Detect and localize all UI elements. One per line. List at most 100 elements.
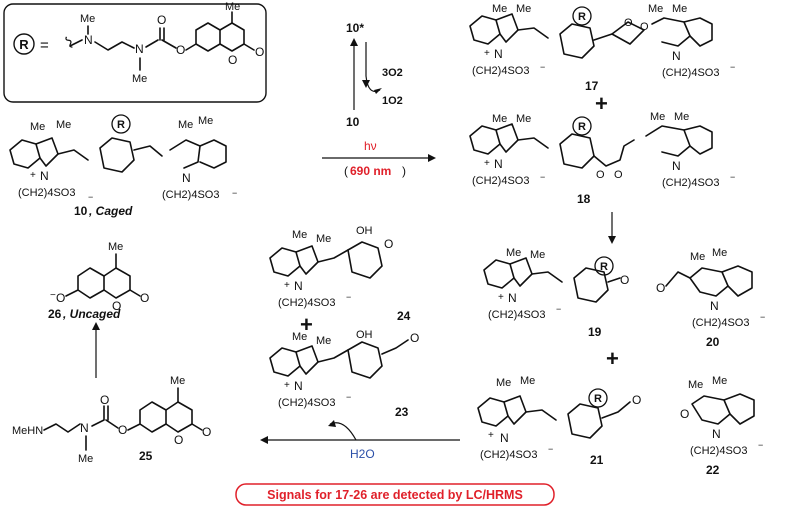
c20-number: 20 [706,335,720,349]
svg-text:−: − [540,172,545,182]
c26-number: 26 [48,307,62,321]
svg-text:−: − [730,62,735,72]
r-group-box: R = N Me N Me O O Me O O [3,1,267,103]
svg-text:N: N [294,279,303,293]
c25-number: 25 [139,449,153,463]
svg-text:O: O [656,281,665,295]
svg-text:+: + [488,430,494,441]
c24-number: 24 [397,309,411,323]
svg-text:−: − [730,172,735,182]
svg-text:+: + [484,48,490,59]
svg-text:(CH2)4SO3: (CH2)4SO3 [692,317,749,329]
svg-text:Me: Me [650,111,665,123]
svg-text:N: N [80,421,89,435]
cycle-excited: 10* [346,21,364,35]
main-reaction-arrow: hν ( 690 nm ) [322,139,436,178]
svg-text:N: N [672,49,681,63]
svg-text:Me: Me [492,113,507,125]
compound-10: Me Me N + R Me Me N (CH2)4SO3 − (CH2)4SO… [9,114,237,218]
condition-wavelength: 690 nm [350,164,391,178]
r-equals: = [40,37,49,54]
svg-text:Me: Me [496,377,511,389]
svg-text:N: N [494,157,503,171]
svg-text:Me: Me [712,247,727,259]
svg-text:−: − [556,304,561,314]
compound-24: Me Me N + OH O (CH2)4SO3 − 24 [269,225,411,323]
compound-20: O Me Me N (CH2)4SO3 − 20 [656,247,765,349]
svg-text:+: + [484,158,490,169]
svg-text:−: − [540,62,545,72]
c10-n-left: N [40,169,49,183]
arrow-18-to-19 [608,212,616,244]
c17-number: 17 [585,79,599,93]
svg-text:N: N [672,159,681,173]
svg-text:R: R [578,11,586,23]
c10-chain-1: (CH2)4SO3 [18,187,75,199]
svg-text:Me: Me [198,115,213,127]
svg-text:N: N [294,379,303,393]
svg-text:OH: OH [356,329,373,341]
photo-cycle: 10* 3O2 1O2 10 [346,21,403,129]
svg-text:Me: Me [648,3,663,15]
svg-text:): ) [402,164,406,178]
svg-text:Me: Me [516,3,531,15]
svg-text:N: N [508,291,517,305]
c22-number: 22 [706,463,720,477]
detection-banner: Signals for 17-26 are detected by LC/HRM… [235,483,555,506]
svg-text:Me: Me [516,113,531,125]
r-o-ester: O [176,43,185,57]
svg-text:+: + [284,380,290,391]
svg-text:Me: Me [530,249,545,261]
svg-text:+: + [498,292,504,303]
svg-text:Me: Me [56,119,71,131]
svg-text:(CH2)4SO3: (CH2)4SO3 [472,65,529,77]
svg-text:O: O [632,393,641,407]
c23-number: 23 [395,405,409,419]
svg-text:Me: Me [492,3,507,15]
svg-text:(CH2)4SO3: (CH2)4SO3 [662,177,719,189]
svg-text:O: O [680,407,689,421]
r-me-coumarin: Me [225,1,240,13]
c10-n-right: N [182,171,191,185]
svg-text:−: − [346,392,351,402]
svg-text:Me: Me [316,335,331,347]
svg-text:−: − [50,290,56,301]
c10-number: 10 [74,204,88,218]
r-o-ring: O [228,53,237,67]
svg-text:Me: Me [30,121,45,133]
svg-text:O: O [410,331,419,345]
svg-text:Me: Me [506,247,521,259]
compound-23: Me Me N + OH O (CH2)4SO3 − 23 [269,329,419,419]
svg-text:Me: Me [690,251,705,263]
svg-text:R: R [594,393,602,405]
r-o-lactone: O [255,45,264,59]
c10-r-label: R [117,119,125,131]
cycle-singlet-o2: 1O2 [382,95,403,107]
svg-text:OH: OH [356,225,373,237]
compound-18: Me Me N + R O O Me Me N (CH2)4SO3 − (CH2… [469,111,735,206]
svg-text:−: − [758,440,763,450]
r-n2: N [135,42,144,56]
c10-chain-2: (CH2)4SO3 [162,189,219,201]
condition-light: hν [364,139,377,153]
svg-text:Me: Me [170,375,185,387]
svg-text:N: N [710,299,719,313]
compound-26: − O Me O O 26 , Uncaged [48,241,149,321]
svg-text:O: O [174,433,183,447]
svg-text:Me: Me [108,241,123,253]
svg-text:Me: Me [316,233,331,245]
svg-text:O: O [384,237,393,251]
hydrolysis-arrow: H2O [260,420,460,461]
plus-19-21: + [606,346,619,371]
plus-24-23: + [300,312,313,337]
svg-text:−: − [548,444,553,454]
svg-text:Me: Me [292,229,307,241]
condition-water: H2O [350,447,375,461]
c21-number: 21 [590,453,604,467]
cycle-ground: 10 [346,115,360,129]
svg-text:Me: Me [672,3,687,15]
svg-text:Me: Me [674,111,689,123]
svg-text:O: O [614,169,623,181]
c25-amine: MeHN [12,425,43,437]
